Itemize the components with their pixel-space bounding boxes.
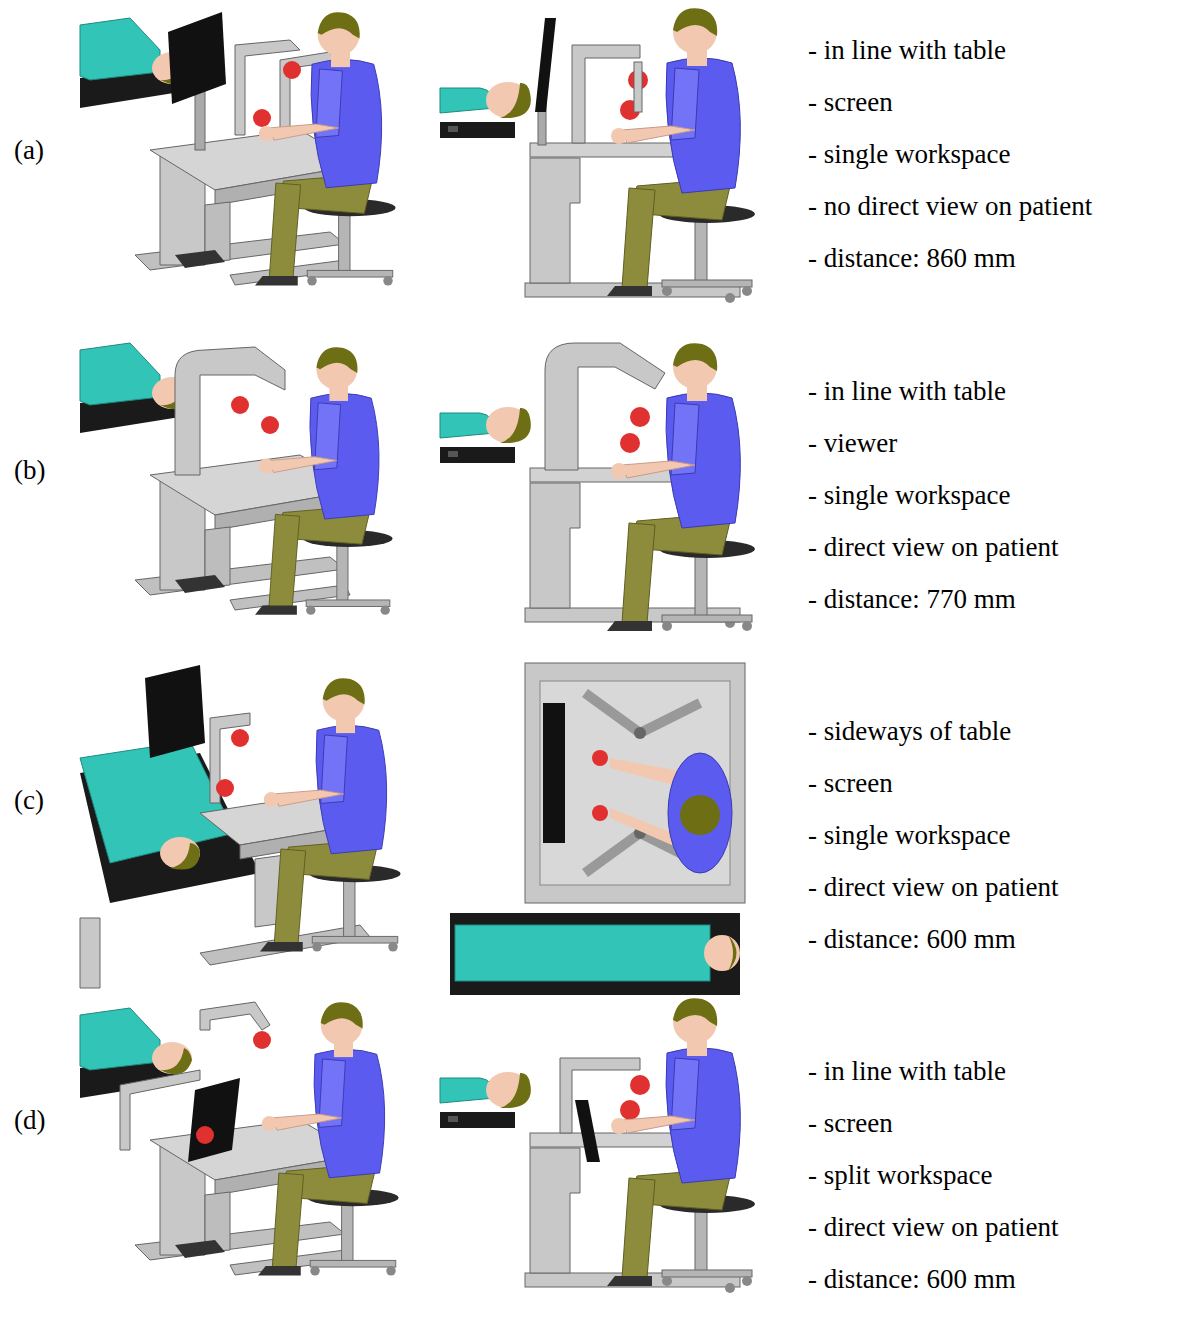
panel-letter: (b) xyxy=(14,454,45,486)
feature-note: - single workspace xyxy=(808,479,1010,511)
variant-b-drawing xyxy=(80,343,755,631)
feature-note: - distance: 600 mm xyxy=(808,1263,1016,1295)
panel-letter: (c) xyxy=(14,784,44,816)
feature-note: - in line with table xyxy=(808,1055,1006,1087)
panel-letter: (a) xyxy=(14,134,44,166)
feature-note: - in line with table xyxy=(808,34,1006,66)
feature-note: - distance: 600 mm xyxy=(808,923,1016,955)
feature-note: - single workspace xyxy=(808,819,1010,851)
feature-note: - direct view on patient xyxy=(808,531,1058,563)
feature-note: - split workspace xyxy=(808,1159,992,1191)
feature-note: - in line with table xyxy=(808,375,1006,407)
feature-note: - distance: 770 mm xyxy=(808,583,1016,615)
feature-note: - direct view on patient xyxy=(808,871,1058,903)
feature-note: - screen xyxy=(808,86,893,118)
feature-note: - single workspace xyxy=(808,138,1010,170)
feature-note: - screen xyxy=(808,767,893,799)
feature-note: - distance: 860 mm xyxy=(808,242,1016,274)
variant-c-drawing xyxy=(80,663,745,995)
feature-note: - sideways of table xyxy=(808,715,1011,747)
panel-letter: (d) xyxy=(14,1104,45,1136)
feature-note: - no direct view on patient xyxy=(808,190,1092,222)
feature-note: - screen xyxy=(808,1107,893,1139)
feature-note: - direct view on patient xyxy=(808,1211,1058,1243)
feature-note: - viewer xyxy=(808,427,897,459)
variant-a-drawing xyxy=(80,8,755,303)
variant-d-drawing xyxy=(80,998,755,1293)
